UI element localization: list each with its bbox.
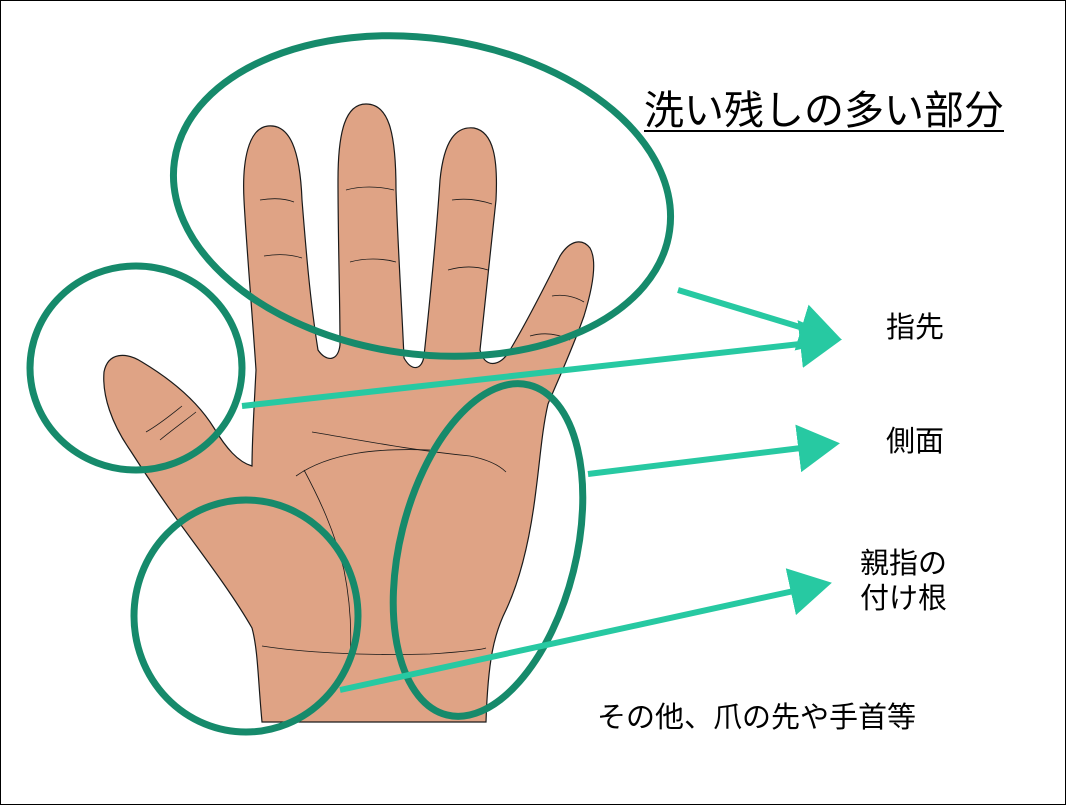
fingertips-ellipse bbox=[169, 32, 675, 360]
finger-creases bbox=[145, 186, 585, 441]
arrow-fingertips-2 bbox=[241, 320, 842, 409]
side-ellipse bbox=[389, 380, 587, 720]
diagram-title: 洗い残しの多い部分 bbox=[644, 88, 1004, 134]
label-sides: 側面 bbox=[886, 424, 945, 458]
thumb-base-ellipse bbox=[130, 496, 362, 736]
highlight-circles bbox=[26, 32, 675, 736]
palm-outline bbox=[103, 103, 595, 723]
note-text: その他、爪の先や手首等 bbox=[597, 700, 917, 734]
thumb-ellipse bbox=[26, 262, 246, 474]
pointer-arrows bbox=[241, 287, 842, 693]
palm-lines bbox=[261, 431, 507, 661]
hand-illustration bbox=[103, 103, 595, 723]
label-fingertips: 指先 bbox=[886, 310, 945, 344]
label-thumb-base: 親指の 付け根 bbox=[860, 546, 947, 617]
arrow-sides bbox=[587, 424, 840, 477]
label-thumb-base-line1: 親指の bbox=[860, 546, 948, 580]
arrow-thumb-base bbox=[339, 568, 832, 693]
label-thumb-base-line2: 付け根 bbox=[860, 581, 948, 616]
arrow-fingertips-1 bbox=[677, 287, 842, 351]
